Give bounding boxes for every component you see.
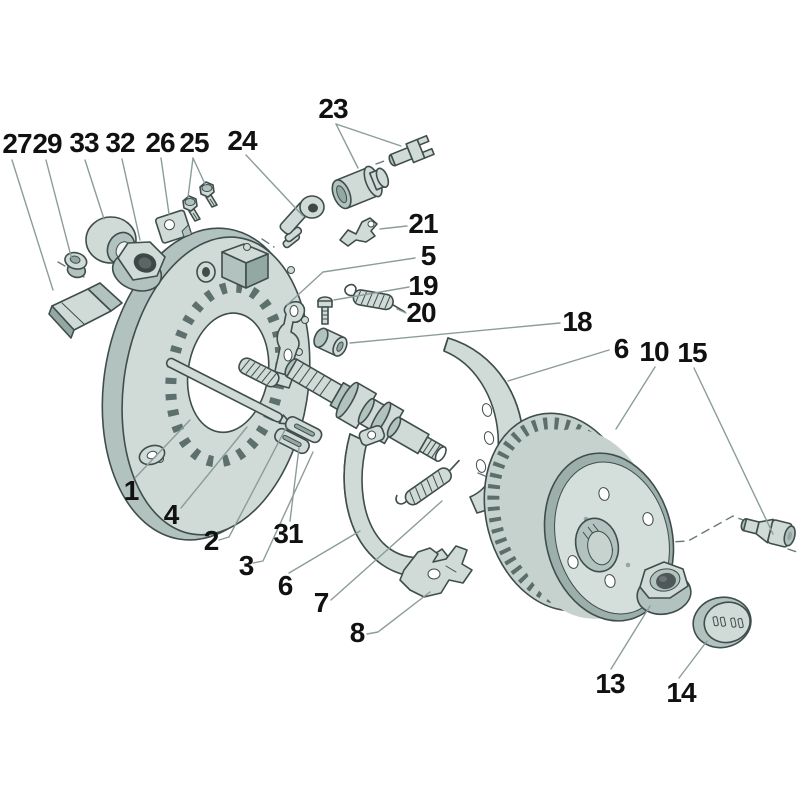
part-number-23: 23 xyxy=(318,93,348,124)
leader-line-18 xyxy=(349,322,561,344)
leader-line-32 xyxy=(121,158,141,241)
axis-dash-2 xyxy=(261,238,275,248)
part-number-5: 5 xyxy=(421,240,436,271)
leader-line-6 xyxy=(507,349,610,382)
shaft-part-23 xyxy=(388,134,435,167)
spring-part-20 xyxy=(344,283,406,313)
leader-line-5 xyxy=(286,257,416,306)
leader-line-26 xyxy=(160,157,170,215)
leader-line-19 xyxy=(333,286,410,301)
leader-line-10 xyxy=(615,366,656,430)
leader-line-27 xyxy=(11,159,54,291)
part-number-14: 14 xyxy=(666,677,697,708)
return-spring xyxy=(238,357,280,388)
leader-line-7 xyxy=(330,500,443,601)
part-number-7: 7 xyxy=(314,587,329,618)
plate-mount-box xyxy=(221,243,269,289)
leader-line-4 xyxy=(180,426,248,509)
part-number-31: 31 xyxy=(273,518,303,549)
leader-line-1 xyxy=(134,419,191,479)
leader-line-25 xyxy=(187,157,194,198)
part-number-27: 27 xyxy=(2,128,32,159)
bushing-part-23 xyxy=(331,165,390,210)
wheel-bolt-part-15 xyxy=(740,518,796,548)
drum-bolt-holes xyxy=(567,487,654,588)
part-number-6: 6 xyxy=(278,570,293,601)
part-number-18: 18 xyxy=(562,306,592,337)
part-number-20: 20 xyxy=(406,297,436,328)
part-number-2: 2 xyxy=(204,525,219,556)
screw-part-19 xyxy=(317,296,333,325)
wedge-part-27 xyxy=(48,282,123,339)
part-number-29: 29 xyxy=(32,128,62,159)
leader-line-6 xyxy=(288,530,361,574)
part-number-3: 3 xyxy=(239,550,254,581)
leader-line-8 xyxy=(366,591,431,635)
part-number-21: 21 xyxy=(408,208,438,239)
part-number-24: 24 xyxy=(227,125,258,156)
brake-drum xyxy=(483,412,675,622)
leader-line-25 xyxy=(192,157,207,187)
lever-part-24 xyxy=(279,195,325,249)
leader-line-33 xyxy=(84,159,105,220)
part-number-19: 19 xyxy=(408,270,438,301)
leader-line-23 xyxy=(335,123,359,169)
adjuster-lever-part-8 xyxy=(399,545,473,598)
clip-part-21 xyxy=(339,217,378,247)
part-number-4: 4 xyxy=(164,499,180,530)
leader-line-20 xyxy=(396,308,407,314)
leader-line-14 xyxy=(678,640,708,679)
part-number-10: 10 xyxy=(639,336,669,367)
link-part-2 xyxy=(284,415,323,444)
part-number-1: 1 xyxy=(124,475,139,506)
part-number-8: 8 xyxy=(350,617,365,648)
part-number-6: 6 xyxy=(614,333,629,364)
bolts-part-25 xyxy=(182,181,218,222)
leader-line-31 xyxy=(289,447,300,522)
bushing-part-18 xyxy=(313,327,348,357)
part-number-13: 13 xyxy=(595,668,625,699)
part-number-32: 32 xyxy=(105,127,135,158)
leader-line-3 xyxy=(252,451,314,564)
plate-boss-hole xyxy=(202,267,210,277)
part-number-26: 26 xyxy=(145,127,175,158)
axis-dash-3 xyxy=(375,159,388,165)
axis-dash-7 xyxy=(787,548,800,554)
leader-lines-layer xyxy=(11,123,774,679)
leader-line-15 xyxy=(693,367,774,535)
leader-line-29 xyxy=(45,159,73,261)
leader-line-21 xyxy=(379,225,408,230)
leader-line-24 xyxy=(245,154,304,217)
flange-nut-part-13 xyxy=(636,561,692,616)
leader-line-2 xyxy=(218,427,287,541)
hex-nut-part-32 xyxy=(111,241,166,292)
drum-center-bore xyxy=(574,517,620,573)
bracket-part-26 xyxy=(154,209,193,244)
link-part-31 xyxy=(274,427,310,455)
part-number-25: 25 xyxy=(179,127,209,158)
part-number-15: 15 xyxy=(677,337,707,368)
part-number-33: 33 xyxy=(69,127,99,158)
leader-line-13 xyxy=(610,605,651,670)
shoe-spring-part-7 xyxy=(395,459,460,506)
leader-line-23 xyxy=(335,123,402,147)
hub-cap-part-14 xyxy=(692,596,752,649)
bushing-part-29 xyxy=(64,251,88,279)
